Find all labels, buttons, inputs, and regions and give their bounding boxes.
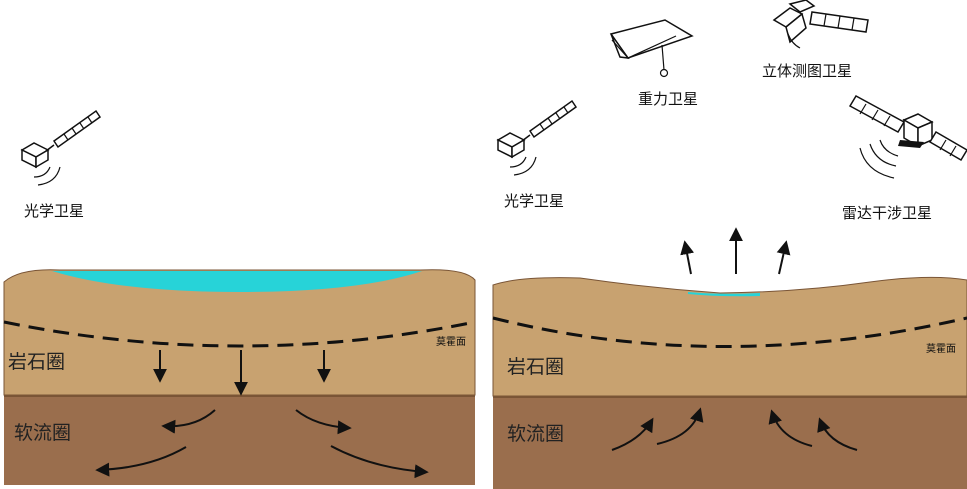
right-mantle-flow-arrow [611, 417, 654, 451]
right-uplift-arrow [680, 240, 695, 275]
left-water-body [52, 271, 422, 292]
gravity-satellite-label: 重力卫星 [638, 90, 698, 108]
right-mantle-flow-arrow [817, 417, 858, 451]
stereo-mapping-satellite-label: 立体测图卫星 [762, 62, 852, 80]
left-mantle-flow-arrow [161, 409, 216, 434]
stereo-mapping-satellite-icon [772, 0, 869, 49]
right-mantle-flow-arrow [656, 407, 704, 445]
left-panel: 莫霍面 岩石圈 软流圈 光学卫星 [3, 109, 476, 485]
left-optical-satellite-label: 光学卫星 [24, 202, 84, 220]
left-asthenosphere-layer [4, 395, 475, 485]
left-mantle-flow-arrow [95, 446, 187, 477]
left-lithosphere-label: 岩石圈 [8, 351, 65, 373]
right-lithosphere-layer [492, 276, 967, 397]
gravity-satellite-icon [609, 19, 694, 78]
right-moho-label: 莫霍面 [926, 343, 956, 355]
left-asthenosphere-label: 软流圈 [14, 422, 71, 444]
right-moho-line [492, 316, 967, 348]
right-water-body [688, 292, 760, 297]
optical-satellite-icon [20, 109, 102, 186]
left-mantle-flow-arrow [330, 445, 429, 479]
optical-satellite-icon [496, 99, 578, 176]
radar-interferometry-satellite-label: 雷达干涉卫星 [842, 204, 932, 222]
right-asthenosphere-label: 软流圈 [507, 423, 564, 445]
left-mantle-flow-arrow [295, 409, 352, 435]
right-mantle-flow-arrow [768, 409, 813, 447]
left-moho-label: 莫霍面 [436, 336, 466, 348]
right-lithosphere-label: 岩石圈 [507, 356, 564, 378]
left-lithosphere-layer [3, 269, 476, 396]
right-panel: 莫霍面 岩石圈 软流圈 光学卫星 [492, 0, 967, 489]
right-optical-satellite-label: 光学卫星 [504, 192, 564, 210]
right-asthenosphere-layer [493, 396, 967, 489]
radar-interferometry-satellite-icon [848, 94, 967, 179]
right-uplift-arrow [776, 240, 791, 275]
left-moho-line [3, 320, 476, 348]
